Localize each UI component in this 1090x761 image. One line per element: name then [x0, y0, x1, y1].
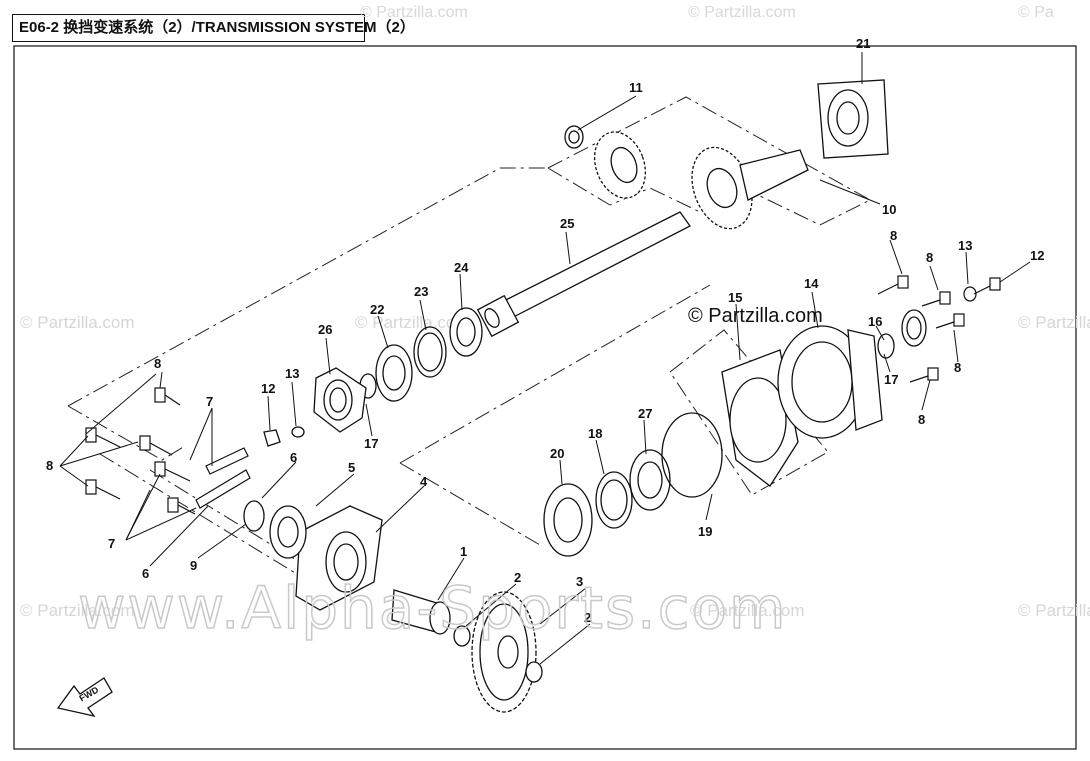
callout-6-lower: 6	[142, 566, 149, 581]
watermark-right: © Partzilla.com	[1018, 313, 1090, 332]
assembly-lines	[67, 96, 872, 591]
watermark-top-mid: © Partzilla.com	[360, 4, 468, 21]
callout-13-left: 13	[285, 366, 299, 381]
callout-8-f: 8	[918, 412, 925, 427]
bolts-left	[85, 387, 251, 515]
callout-16: 16	[868, 314, 882, 329]
callout-17-left: 17	[364, 436, 378, 451]
callout-17-right: 17	[884, 372, 898, 387]
output-shaft	[391, 589, 471, 647]
callout-11: 11	[629, 80, 643, 95]
callout-9: 9	[190, 558, 197, 573]
callout-15: 15	[728, 290, 742, 305]
callout-27: 27	[638, 406, 652, 421]
bolts-right	[877, 275, 1001, 383]
callout-5: 5	[348, 460, 355, 475]
diagram-title: E06-2 换挡变速系统（2）/TRANSMISSION SYSTEM（2）	[12, 14, 415, 42]
callout-26: 26	[318, 322, 332, 337]
driven-gear	[471, 591, 543, 713]
watermark-left-low: © Partzilla.com	[20, 601, 135, 620]
watermark-right-low: © Partzilla.com	[1018, 601, 1090, 620]
callout-4: 4	[420, 474, 428, 489]
output-flange	[817, 79, 889, 159]
callout-7-lower: 7	[108, 536, 115, 551]
watermark-left: © Partzilla.com	[20, 313, 135, 332]
callout-8-e: 8	[954, 360, 961, 375]
right-cover	[777, 309, 927, 439]
watermark-top-far-right: © Pa	[1018, 4, 1054, 21]
alpha-sports-watermark: www.Alpha-Sports.com	[78, 574, 788, 642]
watermark-top-right: © Partzilla.com	[688, 4, 796, 21]
callout-23: 23	[414, 284, 428, 299]
diagram-frame	[13, 45, 1077, 750]
callout-labels: 11 21 10 25 24 23 22 26 13 12 17 8 8 7 7…	[46, 36, 1044, 625]
callout-2-lower: 2	[584, 610, 591, 625]
bearing-set-upper	[359, 307, 483, 402]
callout-25: 25	[560, 216, 574, 231]
gasket	[721, 349, 799, 487]
bevel-gear-large	[691, 146, 809, 230]
callout-8-c: 8	[890, 228, 897, 243]
coupling-hub	[263, 367, 367, 447]
left-housing	[243, 500, 383, 611]
callout-12-right: 12	[1030, 248, 1044, 263]
callout-14: 14	[804, 276, 819, 291]
callout-12-left: 12	[261, 381, 275, 396]
callout-6-upper: 6	[290, 450, 297, 465]
copyright-watermark: © Partzilla.com	[688, 305, 823, 327]
callout-1: 1	[460, 544, 467, 559]
callout-21: 21	[856, 36, 870, 51]
callout-19: 19	[698, 524, 712, 539]
callout-8-a: 8	[154, 356, 161, 371]
bearing-set-lower	[543, 412, 723, 557]
callout-8-b: 8	[46, 458, 53, 473]
callout-8-d: 8	[926, 250, 933, 265]
main-shaft	[476, 211, 691, 338]
fwd-arrow-icon: FWD	[56, 677, 113, 718]
callout-18: 18	[588, 426, 602, 441]
callout-10: 10	[882, 202, 896, 217]
callout-20: 20	[550, 446, 564, 461]
callout-24: 24	[454, 260, 469, 275]
callout-7-upper: 7	[206, 394, 213, 409]
callout-2-upper: 2	[514, 570, 521, 585]
callout-13-right: 13	[958, 238, 972, 253]
callout-22: 22	[370, 302, 384, 317]
callout-3: 3	[576, 574, 583, 589]
watermark-mid: © Partzilla.com	[355, 313, 470, 332]
bevel-gear-small	[564, 125, 647, 199]
watermark-mid-low: © Partzilla.com	[690, 601, 805, 620]
leader-lines	[59, 52, 1031, 665]
